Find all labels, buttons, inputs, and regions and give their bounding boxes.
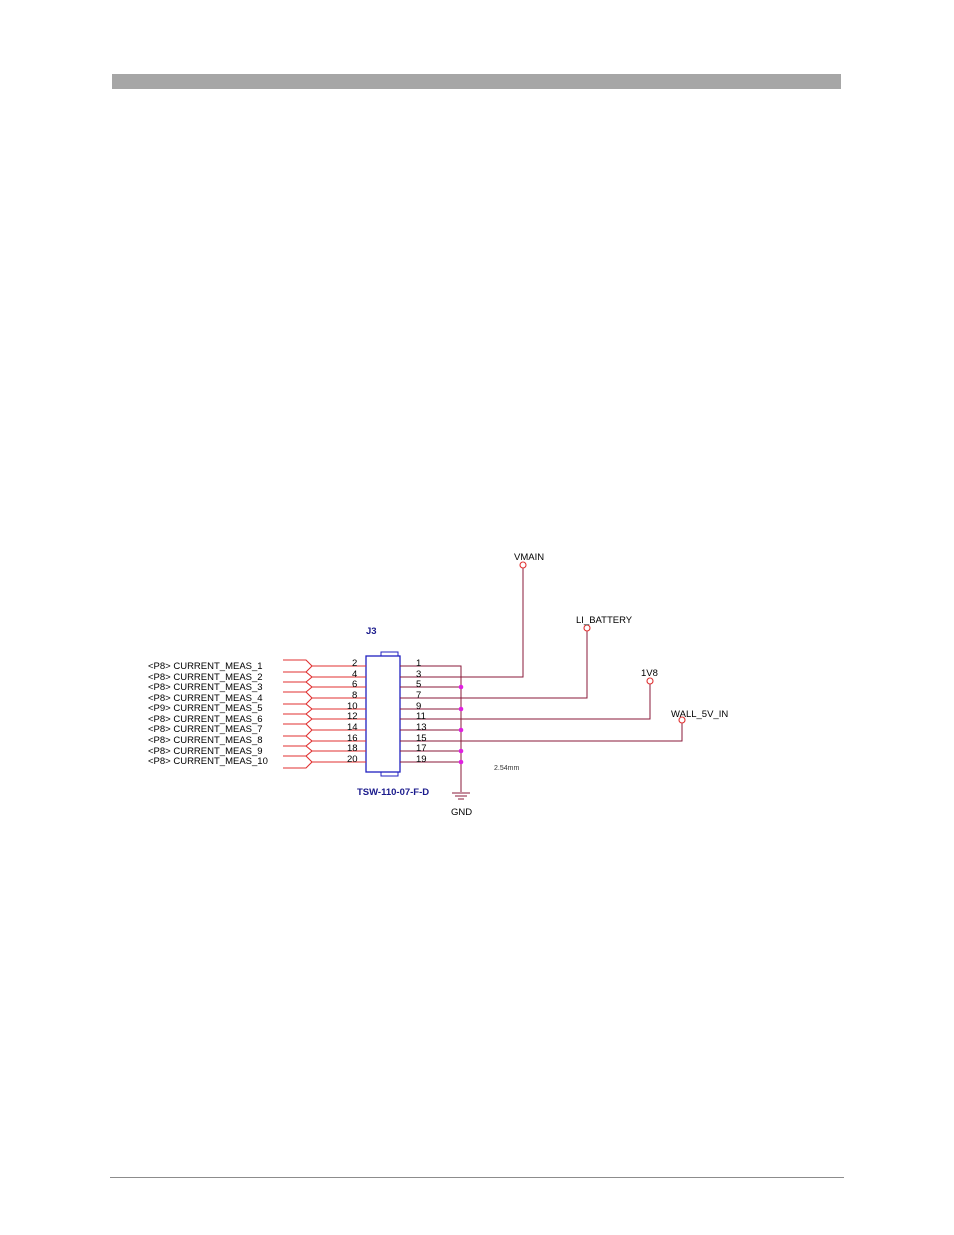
footer-rule [110, 1177, 844, 1178]
signal-label-5: <P9> CURRENT_MEAS_5 [148, 703, 263, 714]
pin-number-6: 6 [352, 679, 357, 690]
connector-refdes: J3 [366, 626, 377, 637]
net-label-li-battery: LI_BATTERY [576, 615, 633, 626]
signal-label-1: <P8> CURRENT_MEAS_1 [148, 661, 263, 672]
net-label-gnd: GND [451, 807, 472, 818]
v1v8-wire [400, 684, 651, 720]
signal-label-10: <P8> CURRENT_MEAS_10 [148, 756, 268, 767]
signal-label-4: <P8> CURRENT_MEAS_4 [148, 693, 263, 704]
connector-key-bottom [380, 771, 399, 777]
port-arrow-5 [283, 703, 313, 715]
junction-dot-3 [458, 727, 464, 733]
connector-key-top [380, 651, 399, 657]
power-group: 1 3 5 7 9 11 13 15 17 19 VMAIN LI_BATTER… [400, 552, 728, 818]
junction-dot-4 [458, 748, 464, 754]
signal-group: <P8> CURRENT_MEAS_1 <P8> CURRENT_MEAS_2 … [148, 658, 366, 769]
pin-number-13: 13 [416, 722, 427, 733]
port-arrow-6 [283, 713, 313, 725]
pin-number-18: 18 [347, 743, 358, 754]
junction-dot-5 [458, 759, 464, 765]
pin-number-9: 9 [416, 701, 421, 712]
pin-number-1: 1 [416, 658, 421, 669]
pin-number-16: 16 [347, 733, 358, 744]
port-arrow-1 [283, 659, 313, 673]
pin-number-4: 4 [352, 669, 357, 680]
port-arrow-2 [283, 671, 313, 683]
pin-number-12: 12 [347, 711, 358, 722]
signal-label-2: <P8> CURRENT_MEAS_2 [148, 672, 263, 683]
pin-number-3: 3 [416, 669, 421, 680]
pin-number-10: 10 [347, 701, 358, 712]
pin-number-14: 14 [347, 722, 358, 733]
net-label-vmain: VMAIN [514, 552, 544, 563]
connector-body [365, 655, 401, 773]
port-arrow-9 [283, 745, 313, 757]
wall-5v-wire [400, 723, 683, 742]
pitch-note: 2.54mm [494, 765, 519, 772]
port-arrow-4 [283, 691, 313, 705]
pin-number-19: 19 [416, 754, 427, 765]
signal-label-8: <P8> CURRENT_MEAS_8 [148, 735, 263, 746]
pin-number-8: 8 [352, 690, 357, 701]
vmain-port-icon [519, 561, 527, 569]
li-battery-port-icon [583, 624, 591, 632]
signal-label-6: <P8> CURRENT_MEAS_6 [148, 714, 263, 725]
net-label-1v8: 1V8 [641, 668, 658, 679]
connector-part-number: TSW-110-07-F-D [357, 787, 429, 798]
pin-number-20: 20 [347, 754, 358, 765]
net-label-wall-5v: WALL_5V_IN [671, 709, 728, 720]
signal-label-7: <P8> CURRENT_MEAS_7 [148, 724, 263, 735]
port-arrow-8 [283, 735, 313, 747]
port-arrow-7 [283, 723, 313, 737]
pin-number-5: 5 [416, 679, 421, 690]
pin-number-15: 15 [416, 733, 427, 744]
vmain-wire [400, 568, 524, 678]
pin-number-7: 7 [416, 690, 421, 701]
signal-label-3: <P8> CURRENT_MEAS_3 [148, 682, 263, 693]
v1v8-port-icon [646, 677, 654, 685]
gnd-bus-wire [400, 665, 462, 792]
port-arrow-10 [283, 755, 313, 769]
li-battery-wire [400, 631, 588, 699]
port-arrow-3 [283, 681, 313, 693]
pin-number-17: 17 [416, 743, 427, 754]
header-bar [112, 74, 841, 89]
pin-number-2: 2 [352, 658, 357, 669]
junction-dot-2 [458, 706, 464, 712]
wall-5v-port-icon [678, 716, 686, 724]
junction-dot-1 [458, 684, 464, 690]
pin-number-11: 11 [416, 711, 426, 722]
signal-label-9: <P8> CURRENT_MEAS_9 [148, 746, 263, 757]
